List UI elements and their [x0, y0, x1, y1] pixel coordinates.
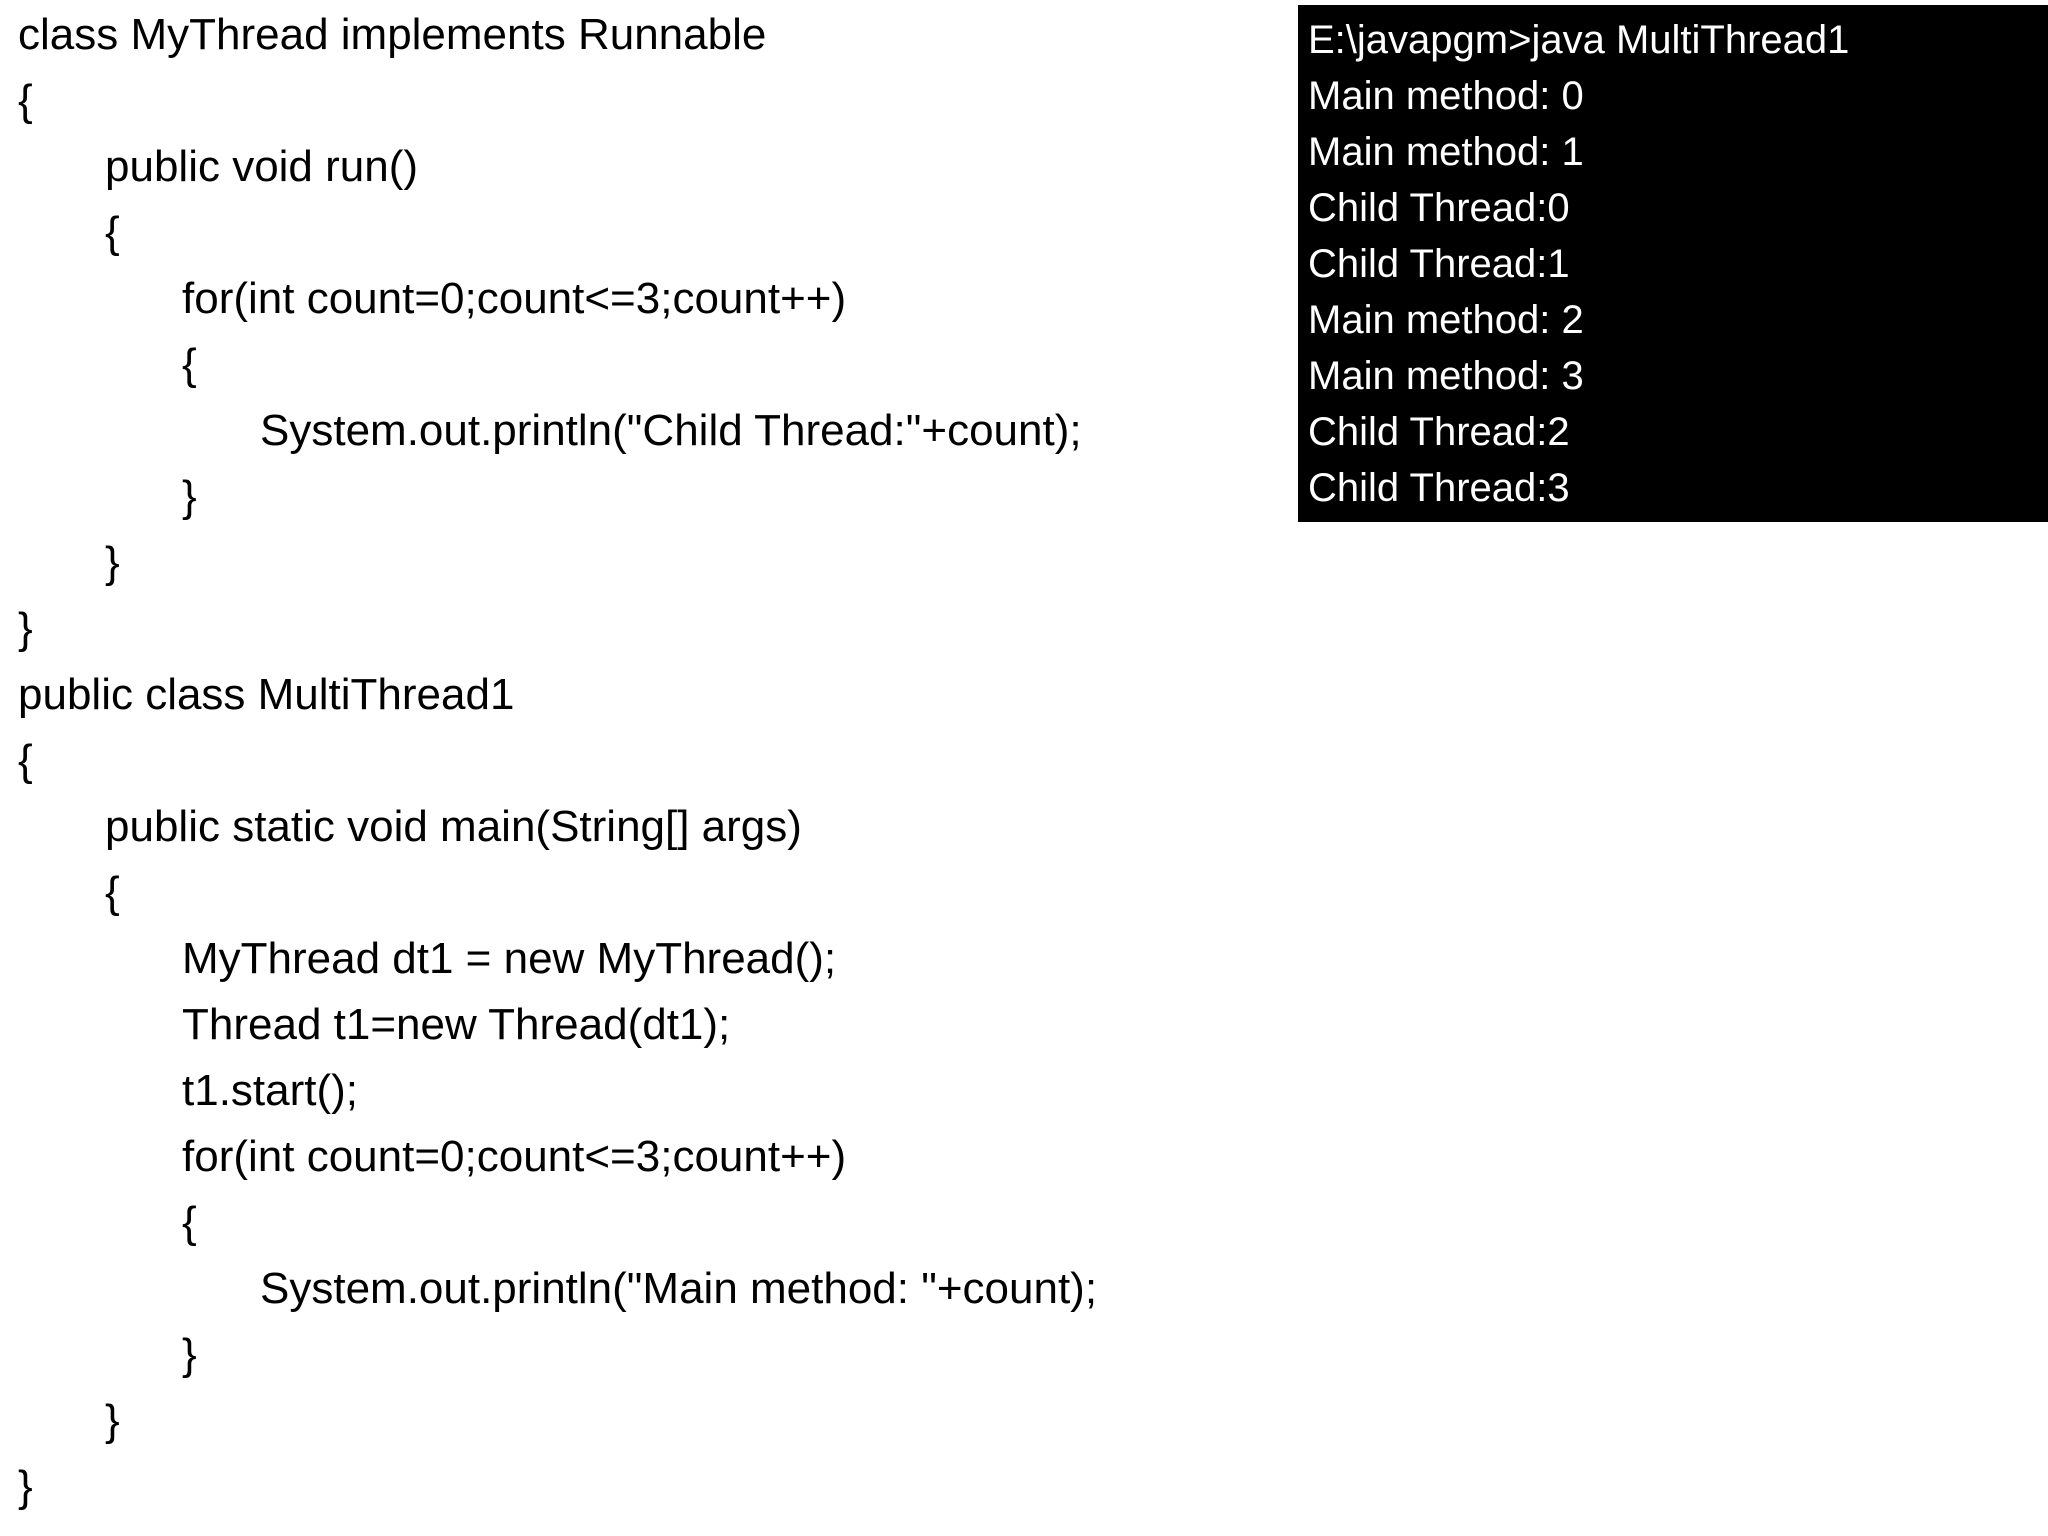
code-line: t1.start(); [182, 1066, 359, 1115]
code-line: MyThread dt1 = new MyThread(); [182, 934, 837, 983]
code-line: } [105, 538, 120, 587]
code-line: System.out.println("Main method: "+count… [260, 1264, 1098, 1313]
console-line: Main method: 2 [1308, 298, 1584, 342]
code-line: { [105, 868, 120, 917]
code-line: { [182, 1198, 197, 1247]
code-line: } [182, 1330, 197, 1379]
code-line: Thread t1=new Thread(dt1); [182, 1000, 731, 1049]
console-line: Child Thread:2 [1308, 410, 1570, 454]
code-line: } [105, 1396, 120, 1445]
code-line: for(int count=0;count<=3;count++) [182, 274, 847, 323]
code-line: public class MultiThread1 [18, 670, 515, 719]
code-line: { [105, 208, 120, 257]
code-line: { [182, 340, 197, 389]
console-line: Child Thread:3 [1308, 466, 1570, 510]
code-line: } [18, 1462, 33, 1511]
console-line: Child Thread:0 [1308, 186, 1570, 230]
console-line: Main method: 1 [1308, 130, 1584, 174]
code-panel: class MyThread implements Runnable { publi… [18, 2, 1097, 1520]
code-line: System.out.println("Child Thread:"+count… [260, 406, 1082, 455]
code-line: class MyThread implements Runnable [18, 10, 767, 59]
code-line: public void run() [105, 142, 419, 191]
code-line: for(int count=0;count<=3;count++) [182, 1132, 847, 1181]
code-line: } [18, 604, 33, 653]
console-line: E:\javapgm>java MultiThread1 [1308, 18, 1850, 62]
console-line: Main method: 3 [1308, 354, 1584, 398]
code-line: public static void main(String[] args) [105, 802, 802, 851]
code-line: { [18, 736, 33, 785]
code-line: { [18, 76, 33, 125]
console-line: Child Thread:1 [1308, 242, 1570, 286]
console-line: Main method: 0 [1308, 74, 1584, 118]
code-line: } [182, 472, 197, 521]
